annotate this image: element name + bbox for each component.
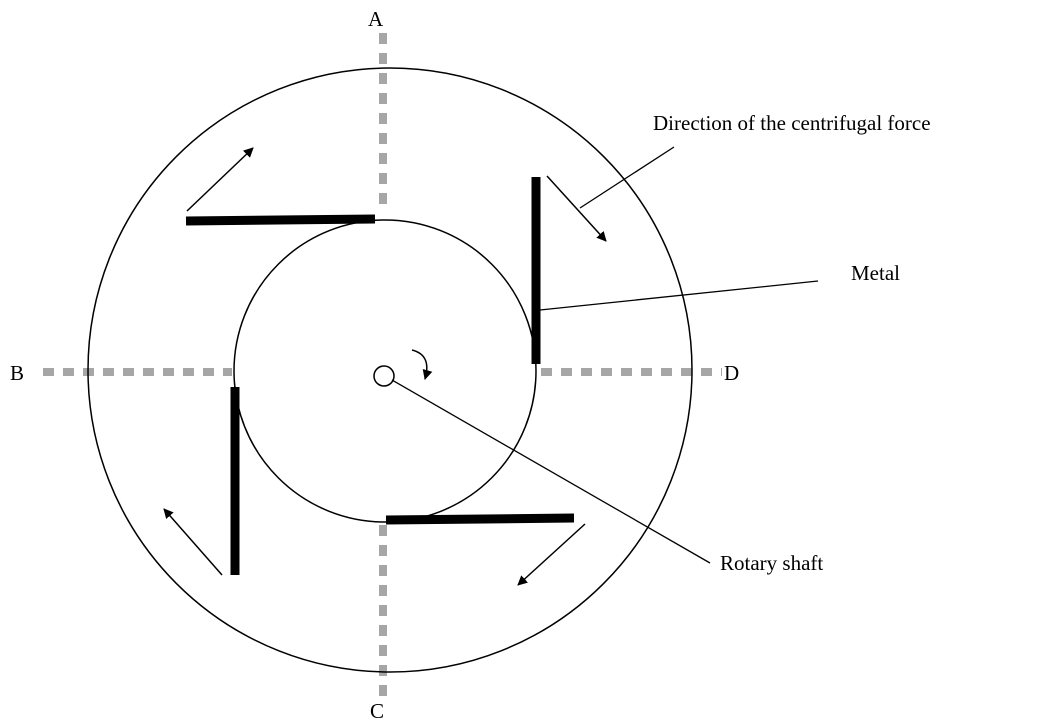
axis-label-d: D <box>724 361 739 385</box>
leader-line-centrifugal-force <box>579 146 675 209</box>
leader-line-rotary-shaft <box>391 379 711 564</box>
metal-label: Metal <box>851 261 900 285</box>
force-arrow-top-left <box>186 147 254 212</box>
rotary-shaft-circle <box>373 365 395 387</box>
centrifugal-force-label: Direction of the centrifugal force <box>653 111 931 135</box>
rotation-direction-arrow <box>411 349 433 380</box>
axis-label-c: C <box>370 699 384 723</box>
force-arrow-bottom-right <box>517 523 586 586</box>
inner-circle <box>233 219 537 523</box>
outer-circle <box>87 67 693 673</box>
metal-blade-bottom <box>385 513 575 525</box>
leader-line-metal <box>539 280 819 311</box>
rotary-shaft-label: Rotary shaft <box>720 551 823 575</box>
metal-blade-top <box>185 214 376 226</box>
force-arrow-bottom-left <box>163 508 223 576</box>
axis-label-b: B <box>10 361 24 385</box>
force-arrow-top-right <box>546 175 607 242</box>
axis-label-a: A <box>368 7 384 31</box>
